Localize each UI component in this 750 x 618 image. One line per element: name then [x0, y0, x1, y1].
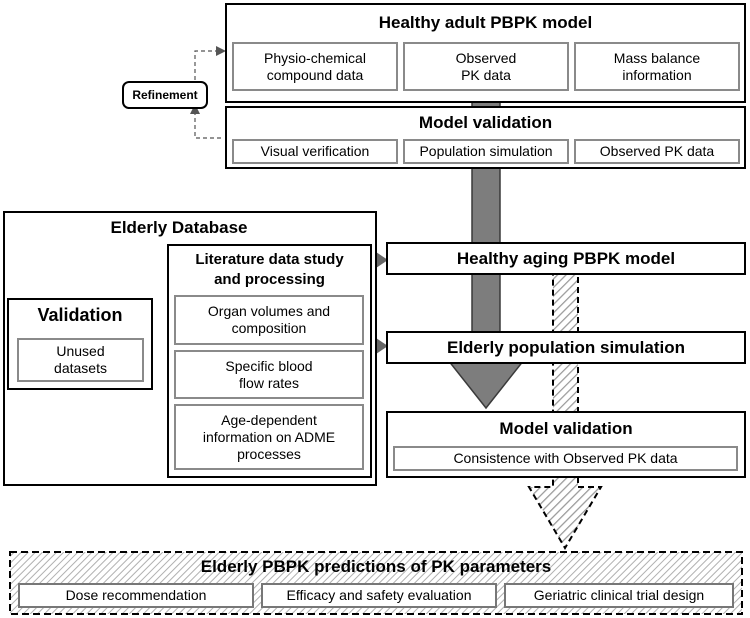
refinement-arrowhead-right	[216, 46, 226, 56]
visual-verification-box: Visual verification	[232, 139, 398, 164]
model-validation-top-title: Model validation	[418, 113, 553, 132]
predictions-box: Elderly PBPK predictions of PK parameter…	[10, 552, 742, 614]
hatched-flow-arrow	[527, 271, 603, 550]
db-to-aging-arrow	[376, 252, 388, 268]
healthy-adult-model-box: Healthy adult PBPK model Physio-chemical…	[225, 3, 746, 103]
observed-pk-data-validation-box: Observed PK data	[574, 139, 740, 164]
refinement-box: Refinement	[122, 81, 208, 109]
unused-datasets-box: Unused datasets	[17, 338, 144, 382]
model-validation-top-box: Model validation Visual verification Pop…	[225, 106, 746, 169]
efficacy-safety-box: Efficacy and safety evaluation	[261, 583, 497, 608]
adme-info-box: Age-dependent information on ADME proces…	[174, 404, 364, 470]
healthy-adult-model-title: Healthy adult PBPK model	[378, 13, 593, 32]
consistence-box: Consistence with Observed PK data	[393, 446, 738, 471]
model-validation-bottom-title: Model validation	[499, 419, 633, 438]
literature-box: Literature data study and processing Org…	[167, 244, 372, 478]
physio-chemical-data-box: Physio-chemical compound data	[232, 42, 398, 91]
observed-pk-data-box: Observed PK data	[403, 42, 569, 91]
predictions-title: Elderly PBPK predictions of PK parameter…	[200, 557, 552, 576]
refinement-loop	[194, 50, 221, 139]
literature-title: Literature data study and processing	[195, 251, 344, 288]
model-validation-bottom-box: Model validation Consistence with Observ…	[386, 411, 746, 478]
refinement-arrowhead-up	[190, 104, 200, 114]
elderly-database-title: Elderly Database	[110, 218, 248, 237]
healthy-aging-model-box: Healthy aging PBPK model	[386, 242, 746, 275]
validation-title: Validation	[37, 305, 123, 325]
organ-volumes-box: Organ volumes and composition	[174, 295, 364, 345]
blood-flow-box: Specific blood flow rates	[174, 350, 364, 399]
validation-box: Validation Unused datasets	[7, 298, 153, 390]
geriatric-trial-box: Geriatric clinical trial design	[504, 583, 734, 608]
db-to-sim-arrow	[376, 338, 388, 354]
dose-recommendation-box: Dose recommendation	[18, 583, 254, 608]
elderly-population-simulation-box: Elderly population simulation	[386, 331, 746, 364]
population-simulation-box: Population simulation	[403, 139, 569, 164]
mass-balance-box: Mass balance information	[574, 42, 740, 91]
